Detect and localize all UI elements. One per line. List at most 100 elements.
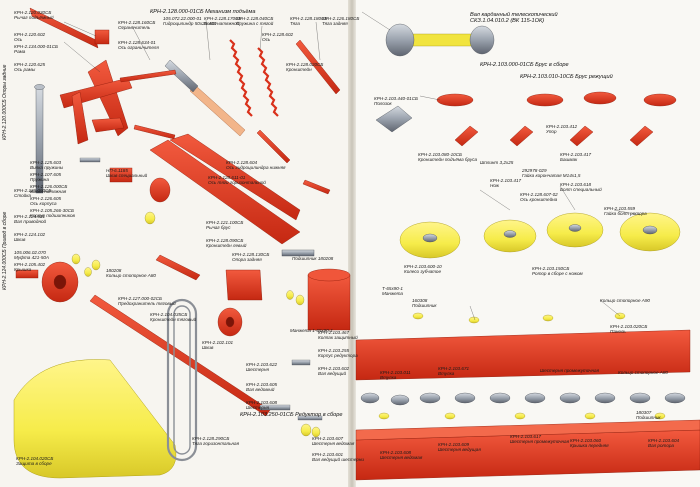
part-name: Вал ведомый [246,387,275,393]
part-name: Кольцо стопорное А80 [106,273,156,279]
part-code: КРН-2.103.150СБ [532,266,570,271]
part-name: Рычаг подъёмный [14,15,54,21]
part-code: 180208 [106,268,122,273]
part-code: КРН-2.128.020СБ [286,62,324,67]
part-name: Вал ведущий [318,371,347,377]
title-reducer: КРН-2.103.250-01СБ Редуктор в сборе [240,412,343,418]
part-name: Подшипник [636,415,661,421]
part-code: КРН-2.103.060 [570,438,602,443]
right-part-label: Кольцо стопорное А80 [618,370,668,375]
part-code: КРН-2.124.601 [14,214,46,219]
part-code: Кольцо стопорное А90 [600,298,650,303]
part-name: Втулка [380,375,397,381]
part-code: 180307 [636,410,652,415]
part-name: Шкив [14,237,26,243]
part-code: КРН-2.104.020СБ [16,456,54,461]
part-code: КРН-2.120.030СБ [14,10,52,15]
part-name: Тяга задняя [322,21,348,27]
part-name: Кронштейн [286,67,312,73]
part-name: Ось [14,37,23,43]
part-code: Шплинт 3,2х25 [480,160,514,165]
part-name: Стойка [14,193,31,199]
part-name: Муфта 421-50А [14,255,49,261]
part-code: КРН-2.103.080-10СБ [418,152,463,157]
part-code: КРН-2.104.035СБ [150,312,188,317]
part-name: Вал приводной [14,219,47,225]
part-name: Башмак [560,157,578,163]
part-name: Ограничитель [118,25,151,31]
part-name: Крышка [14,267,32,273]
part-name: Болт натяжной [204,21,240,27]
part-name: Шкив [202,345,214,351]
right-part-label: Шплинт 3,2х25 [480,160,513,165]
part-name: Гайка корончатая М14х1,5 [522,173,581,179]
part-code: КРН-2.128.604 [226,160,258,165]
part-code: КРН-2.103.608 [246,400,278,405]
guard-and-belts [13,298,198,479]
part-code: КРН-2.103.607 [312,436,344,441]
part-code: Т-65х90-1 [382,286,403,291]
part-code: Шестерня промежуточная [540,368,600,373]
part-code: КРН-2.125.603 [30,160,62,165]
lift-mechanism-group [15,7,351,417]
part-code: КРН-2.103.467 [318,330,350,335]
part-name: Ось корпуса [30,201,57,207]
part-name: Вилка пружины [30,165,64,171]
part-name: Шестерня [246,405,269,411]
part-name: Колесо зубчатое [404,269,442,275]
part-name: Втулка [438,371,455,377]
part-code: КРН-2.134.000-01СБ [14,44,59,49]
part-name: Пружина [30,177,49,183]
part-code: КРН-2.120.625 [14,62,46,67]
part-name: Болт специальный [560,187,602,193]
part-code: КРН-2.126.000СБ [30,184,68,189]
right-part-label: Шестерня промежуточная [540,368,599,373]
part-name: Ось [262,37,271,43]
part-code: КРН-2.103.618 [560,182,592,187]
part-name: Ось кронштейна [520,197,558,203]
part-name: Опора задняя [232,257,262,263]
part-code: КРН-2.107.605 [30,172,62,177]
title-lift-mechanism: КРН-2.128.000-01СБ Механизм подъёма [150,9,256,15]
part-name: Кронштейн левый [206,243,247,249]
part-code: КРН-2.103.609 [438,442,470,447]
part-name: Подшипник [412,303,437,309]
part-name: Пружина с тягой [236,21,274,27]
part-code: КРН-2.103.559 [604,206,636,211]
part-code: КРН-2.126.000СБ [14,188,52,193]
